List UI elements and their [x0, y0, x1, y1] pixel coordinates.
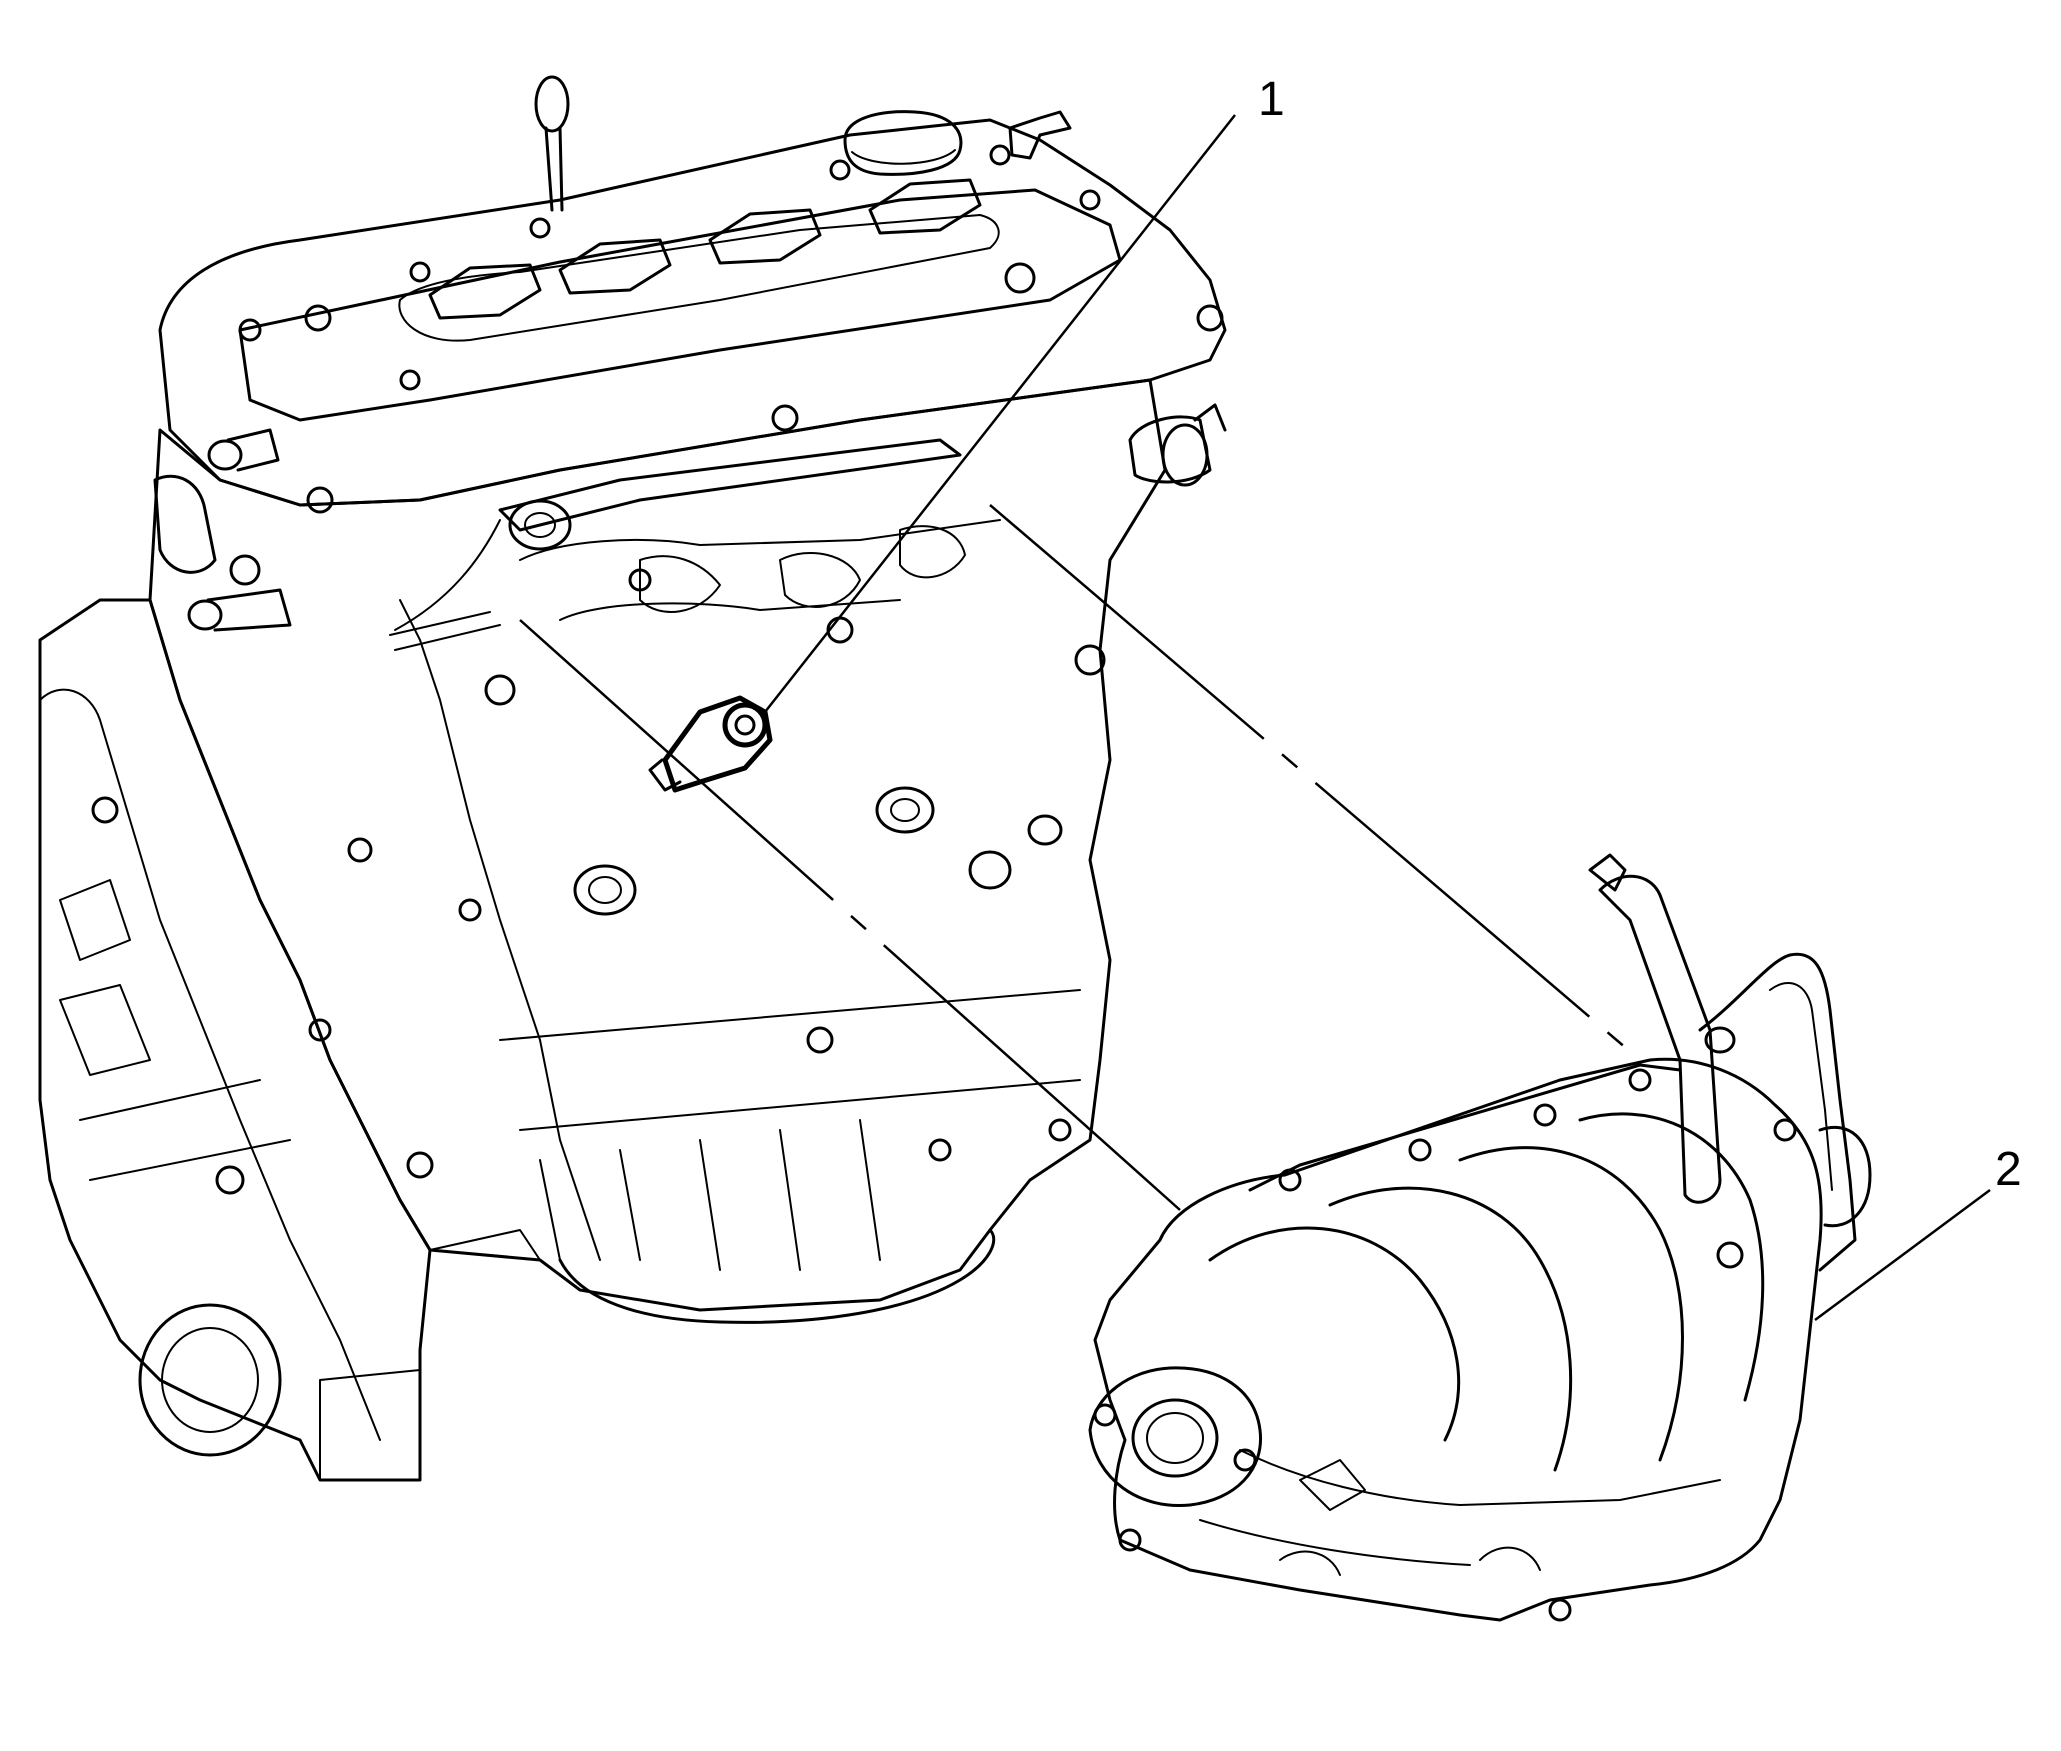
transaxle-housing — [38, 598, 432, 1482]
manifold-bolt-holes — [1278, 1068, 1797, 1622]
intake-runner-3 — [1458, 1146, 1684, 1462]
alignment-lines — [519, 504, 1641, 1211]
knock-sensor-icon — [648, 695, 773, 793]
manifold-bracket — [1698, 952, 1872, 1272]
dipstick-icon — [534, 75, 570, 212]
oil-filler-cap-icon — [843, 110, 963, 176]
coolant-outlet — [1128, 403, 1227, 487]
intake-runner-4 — [1578, 1112, 1765, 1402]
cover-bolts — [238, 144, 1224, 432]
engine-assembly — [38, 75, 1227, 1482]
callout-2: 2 — [1814, 1143, 2022, 1322]
intake-manifold — [1088, 853, 1872, 1622]
intake-runner-1 — [1208, 1226, 1461, 1442]
vacuum-tube — [1588, 853, 1736, 1204]
valve-cover-plate — [238, 188, 1122, 422]
block-bosses — [458, 568, 1106, 1162]
left-side-fittings — [153, 428, 501, 651]
fuel-pressure-regulator-icon — [508, 499, 572, 551]
fuel-rail — [498, 438, 962, 532]
throttle-body-flange-icon — [1088, 1366, 1263, 1552]
cylinder-block — [148, 378, 1167, 1312]
manifold-body — [1093, 1057, 1823, 1622]
callout-1: 1 — [764, 73, 1285, 713]
oil-pan — [558, 1228, 996, 1324]
axle-opening-icon — [138, 1303, 282, 1457]
callout-1-leader — [764, 114, 1236, 713]
intake-runner-2 — [1328, 1186, 1573, 1472]
callout-1-label: 1 — [1258, 73, 1285, 126]
callout-2-leader — [1814, 1188, 1991, 1322]
ignition-coils — [428, 178, 982, 320]
callout-2-label: 2 — [1995, 1143, 2022, 1196]
